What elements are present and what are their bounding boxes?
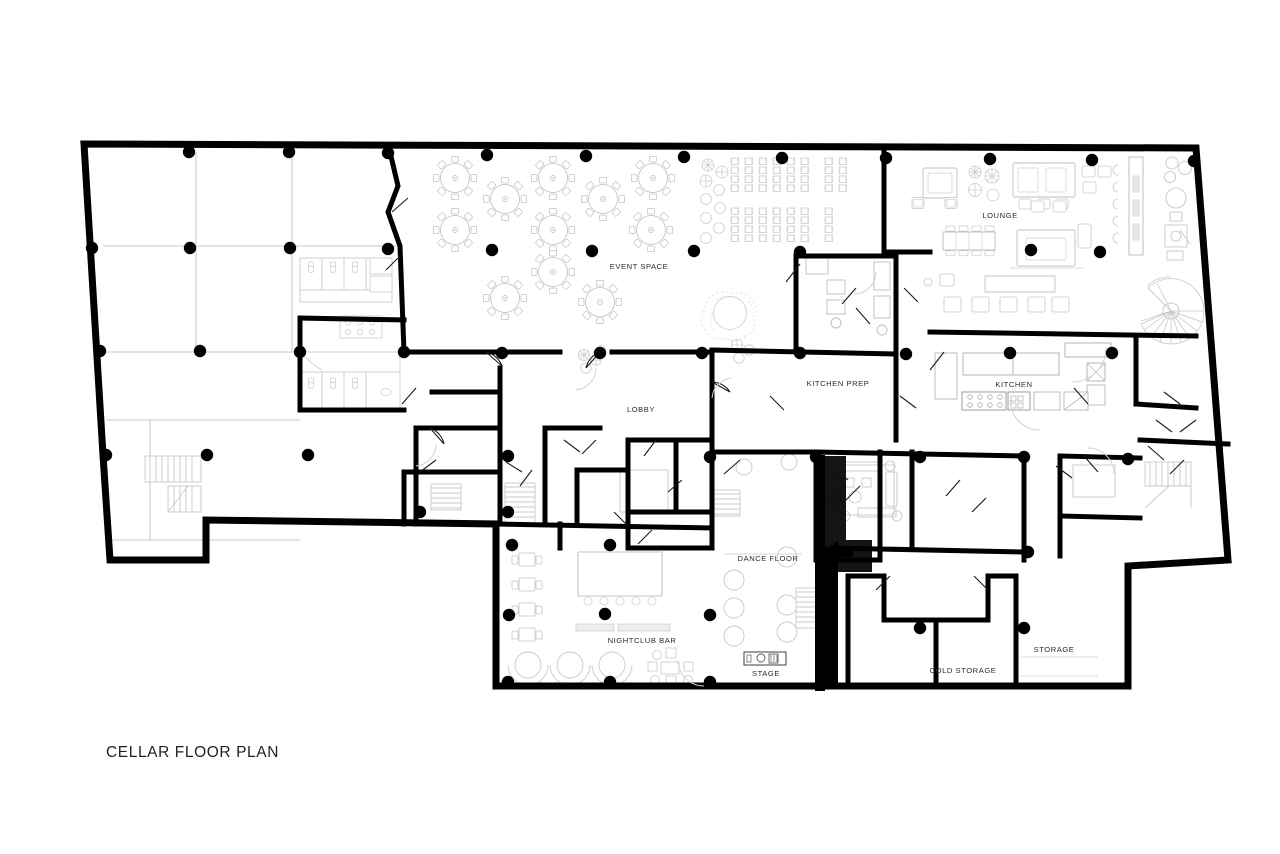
room-label-event-space: EVENT SPACE: [610, 262, 669, 271]
kitchen-prep-equipment: [805, 257, 891, 336]
nightclub-furniture: [507, 551, 694, 687]
room-labels-layer: EVENT SPACE LOBBY KITCHEN PREP KITCHEN L…: [608, 211, 1075, 678]
room-label-stage: STAGE: [752, 669, 780, 678]
dance-floor-furniture: [723, 453, 802, 647]
room-label-storage: STORAGE: [1034, 645, 1075, 654]
restroom-fixtures-upper: [299, 257, 393, 303]
service-shaft-mass: [818, 456, 872, 686]
restroom-fixtures-lower: [299, 315, 401, 409]
room-label-dance-floor: DANCE FLOOR: [738, 554, 799, 563]
room-label-cold-storage: COLD STORAGE: [930, 666, 997, 675]
storage-shelving: [1020, 656, 1098, 677]
dj-booth: [743, 651, 787, 666]
door-arcs-light: [415, 271, 1115, 687]
structural-columns-layer: [85, 145, 1201, 689]
lounge-furniture: [911, 156, 1192, 313]
event-space-furniture: [432, 155, 676, 325]
secondary-partitions: [619, 464, 1116, 516]
structural-walls-layer: [80, 140, 1232, 690]
interior-heavy-walls: [297, 148, 1231, 691]
sheet-title: CELLAR FLOOR PLAN: [106, 744, 280, 761]
room-label-kitchen-prep: KITCHEN PREP: [807, 379, 870, 388]
spiral-stair-icon: [1140, 276, 1205, 345]
room-label-lounge: LOUNGE: [982, 211, 1017, 220]
door-swings-layer: [385, 197, 1197, 591]
room-label-kitchen: KITCHEN: [995, 380, 1032, 389]
theater-seating: [730, 157, 847, 242]
room-label-lobby: LOBBY: [627, 405, 655, 414]
room-label-nightclub-bar: NIGHTCLUB BAR: [608, 636, 677, 645]
kitchen-equipment: [934, 342, 1112, 411]
